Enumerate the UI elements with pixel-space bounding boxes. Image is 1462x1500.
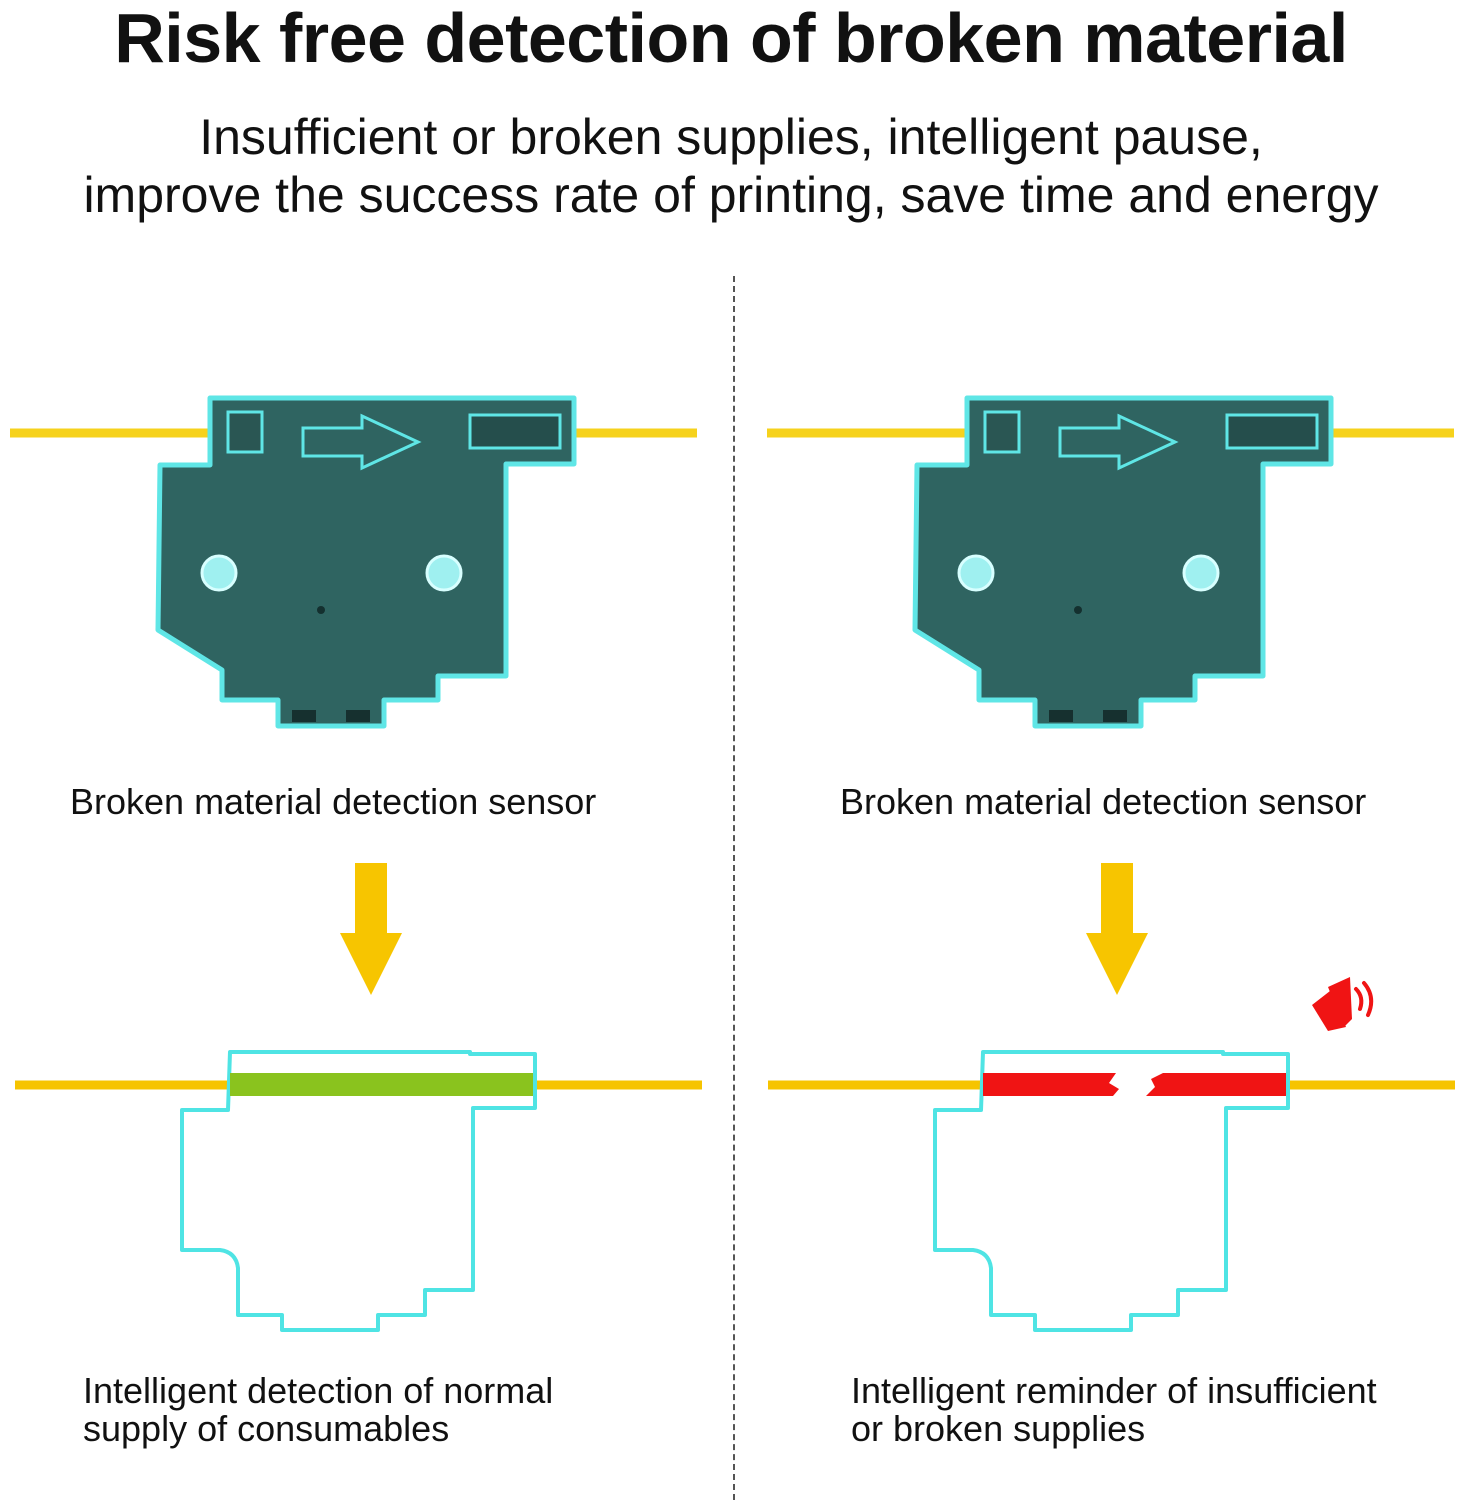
result-caption-right: Intelligent reminder of insufficient or …	[851, 1372, 1377, 1448]
result-caption-left: Intelligent detection of normal supply o…	[83, 1372, 553, 1448]
result-caption-right-line-1: Intelligent reminder of insufficient	[851, 1370, 1377, 1411]
result-caption-right-line-2: or broken supplies	[851, 1408, 1146, 1449]
result-caption-left-line-1: Intelligent detection of normal	[83, 1370, 554, 1411]
sensor-caption-left: Broken material detection sensor	[70, 781, 597, 822]
filament-normal-bar	[230, 1073, 533, 1096]
sensor-outline-broken-right	[768, 1050, 1455, 1332]
filament-broken-bar-left	[983, 1073, 1119, 1096]
page-subtitle: Insufficient or broken supplies, intelli…	[0, 108, 1462, 224]
subtitle-line-1: Insufficient or broken supplies, intelli…	[199, 109, 1263, 165]
sensor-caption-right: Broken material detection sensor	[840, 781, 1367, 822]
panel-divider	[733, 276, 735, 1500]
sensor-illustration-right	[767, 395, 1454, 729]
filament-broken-bar-right	[1146, 1073, 1286, 1096]
subtitle-line-2: improve the success rate of printing, sa…	[83, 167, 1379, 223]
page-title: Risk free detection of broken material	[114, 0, 1348, 77]
result-caption-left-line-2: supply of consumables	[83, 1408, 450, 1449]
sensor-outline-normal-left	[15, 1050, 702, 1332]
sensor-illustration-left	[10, 395, 697, 729]
speaker-alarm-icon	[1312, 977, 1374, 1031]
down-arrow-right-icon	[1086, 863, 1148, 995]
down-arrow-left-icon	[340, 863, 402, 995]
